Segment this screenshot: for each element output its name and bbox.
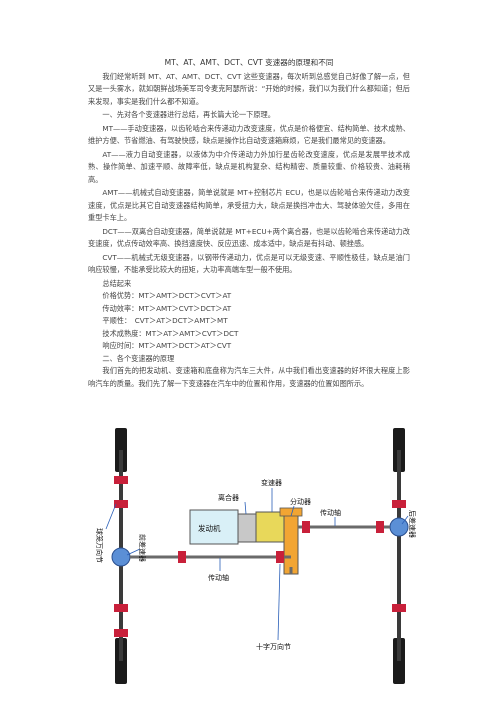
label-driveshaft-upper: 传动轴	[320, 508, 341, 517]
pointer-rear-diff	[401, 515, 409, 525]
drivetrain-svg: 变速器 离合器 发动机 分动器 传动轴 传动轴 十字万向节 球笼万向节 前差速器…	[95, 428, 417, 684]
document-text: MT、AT、AMT、DCT、CVT 变速器的原理和不同 我们经常听到 MT、AT…	[88, 57, 410, 391]
label-universal-joint: 十字万向节	[256, 642, 291, 651]
principle-intro-paragraph: 我们首先的把发动机、变速箱和底盘称为汽车三大件，从中我们看出变速器的好坏很大程度…	[88, 366, 410, 388]
label-front-diff: 前差速器	[138, 534, 147, 562]
drivetrain-diagram: 变速器 离合器 发动机 分动器 传动轴 传动轴 十字万向节 球笼万向节 前差速器…	[80, 424, 440, 694]
intro-paragraph: 我们经常听到 MT、AT、AMT、DCT、CVT 这些变速器，每次听到总感觉自己…	[88, 71, 410, 106]
label-engine: 发动机	[198, 523, 221, 533]
summary-title: 总结起来	[102, 278, 132, 288]
rank-price: 价格优势：MT＞AMT＞DCT＞CVT＞AT	[102, 291, 232, 300]
lower-shaft-joint-1	[178, 551, 186, 563]
rear-joint-top	[392, 500, 406, 508]
rank-smoothness: 平顺性： CVT＞AT＞DCT＞AMT＞MT	[102, 316, 228, 325]
pointer-cv-joint	[105, 503, 117, 530]
upper-shaft-joint-2	[376, 521, 384, 533]
cv-joint-bottom-2	[114, 629, 128, 637]
clutch-block	[237, 513, 257, 543]
document-title: MT、AT、AMT、DCT、CVT 变速器的原理和不同	[164, 58, 334, 67]
cv-joint-top-1	[114, 476, 128, 484]
rank-maturity: 技术成熟度：MT＞AT＞AMT＞CVT＞DCT	[102, 328, 239, 338]
label-transfer: 分动器	[290, 497, 311, 506]
rear-joint-bottom	[392, 604, 406, 612]
rank-efficiency: 传动效率：MT＞AMT＞CVT＞DCT＞AT	[102, 303, 232, 313]
pointer-front-diff	[126, 548, 141, 556]
lower-shaft-joint-2	[276, 551, 284, 563]
upper-shaft-joint-1	[302, 521, 310, 533]
front-differential-icon	[111, 547, 131, 567]
rank-response: 响应时间：MT＞AMT＞DCT＞AT＞CVT	[102, 341, 232, 350]
transmission-block	[255, 511, 285, 543]
label-cv-joint: 球笼万向节	[95, 528, 104, 563]
label-clutch: 离合器	[218, 493, 239, 502]
engine-block	[189, 509, 239, 545]
rear-differential-icon	[389, 517, 409, 537]
section-heading-1: 一、先对各个变速器进行总结，再长篇大论一下原理。	[102, 110, 275, 119]
mt-paragraph: MT——手动变速器，以齿轮啮合来传递动力改变速度，优点是价格便宜、结构简单、技术…	[88, 123, 410, 146]
label-rear-diff: 后差速器	[408, 510, 417, 538]
cv-joint-top-2	[114, 500, 128, 508]
transfer-case-block	[283, 513, 299, 575]
cv-joint-bottom-1	[114, 604, 128, 612]
amt-paragraph: AMT——机械式自动变速器，简单说就是 MT+控制芯片 ECU，也是以齿轮啮合来…	[88, 188, 410, 222]
pointer-clutch	[244, 501, 247, 515]
section-heading-2: 二、各个变速器的原理	[102, 353, 175, 363]
at-paragraph: AT——液力自动变速器，以液体为中介传递动力外加行星齿轮改变速度，优点是发展早技…	[88, 149, 410, 184]
cvt-paragraph: CVT——机械式无级变速器，以钢带传递动力，优点是可以无级变速、平顺性极佳，缺点…	[88, 252, 410, 275]
dct-paragraph: DCT——双离合自动变速器，简单说就是 MT+ECU+两个离合器，也是以齿轮啮合…	[88, 226, 410, 249]
pointer-universal-joint	[277, 563, 281, 641]
pointer-transfer	[290, 505, 295, 517]
label-transmission: 变速器	[261, 478, 282, 487]
label-driveshaft-lower: 传动轴	[208, 573, 229, 582]
